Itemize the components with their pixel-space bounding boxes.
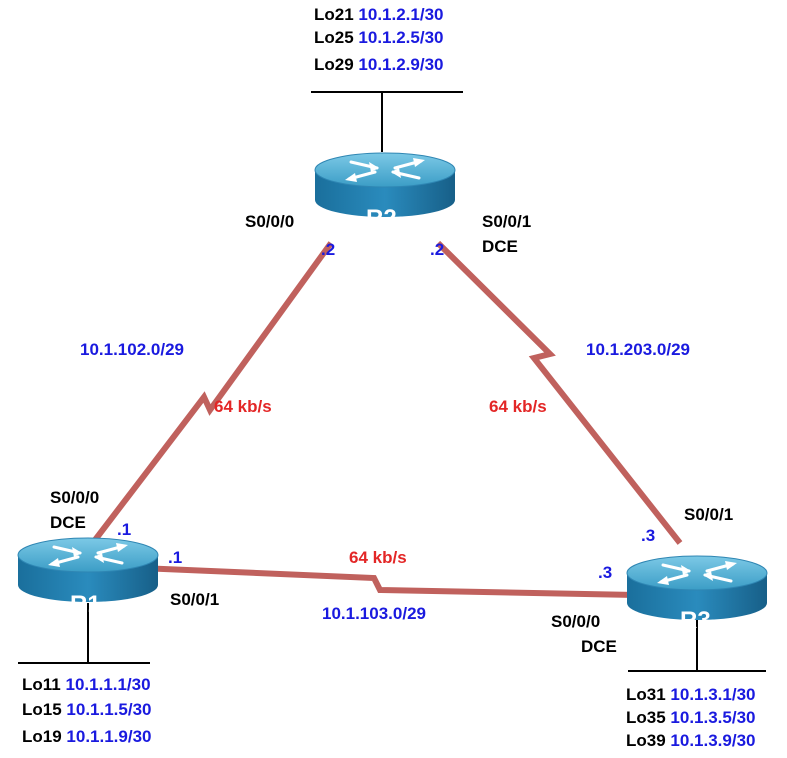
link-r1-r3-speed: 64 kb/s [349, 548, 407, 567]
r2-s001-dce: DCE [482, 237, 518, 256]
loopback-name: Lo35 [626, 708, 666, 727]
r3-s001-label: S0/0/1 [684, 505, 734, 524]
loopback-ip: 10.1.2.5/30 [358, 28, 444, 47]
r3-s000-label: S0/0/0 [551, 612, 601, 631]
router-r3-name: R3 [680, 607, 711, 634]
loopback-entry: Lo31 10.1.3.1/30 [626, 685, 756, 708]
link-r1-r2-network: 10.1.102.0/29 [80, 340, 184, 359]
loopback-ip: 10.1.2.9/30 [358, 55, 444, 74]
loopback-ip: 10.1.3.1/30 [670, 685, 756, 704]
r1-loopback-list: Lo11 10.1.1.1/30 Lo15 10.1.1.5/30 Lo19 1… [22, 675, 152, 747]
r1-s000-host: .1 [117, 520, 132, 539]
loopback-ip: 10.1.3.5/30 [670, 708, 756, 727]
link-r2-r3-speed: 64 kb/s [489, 397, 547, 416]
loopback-entry: Lo39 10.1.3.9/30 [626, 731, 756, 751]
loopback-name: Lo19 [22, 727, 62, 746]
link-r1-r2-speed: 64 kb/s [214, 397, 272, 416]
loopback-entry: Lo11 10.1.1.1/30 [22, 675, 152, 700]
r1-s000-label: S0/0/0 [50, 488, 100, 507]
loopback-name: Lo39 [626, 731, 666, 750]
loopback-name: Lo31 [626, 685, 666, 704]
link-r1-r3-network: 10.1.103.0/29 [322, 604, 426, 623]
router-r2-name: R2 [366, 205, 397, 232]
r3-s000-host: .3 [598, 563, 613, 582]
r2-s000-label: S0/0/0 [245, 212, 295, 231]
link-r2-r3-network: 10.1.203.0/29 [586, 340, 690, 359]
r2-loopback-list: Lo21 10.1.2.1/30 Lo25 10.1.2.5/30 Lo29 1… [314, 5, 444, 75]
loopback-entry: Lo29 10.1.2.9/30 [314, 55, 444, 75]
r2-s001-label: S0/0/1 [482, 212, 532, 231]
loopback-name: Lo11 [22, 675, 61, 694]
link-r2-r3 [435, 240, 683, 545]
link-r1-r3 [139, 565, 639, 598]
loopback-entry: Lo25 10.1.2.5/30 [314, 28, 444, 55]
loopback-name: Lo21 [314, 5, 354, 24]
router-r1-name: R1 [70, 591, 101, 618]
loopback-ip: 10.1.3.9/30 [670, 731, 756, 750]
r1-s000-dce: DCE [50, 513, 86, 532]
r1-s001-label: S0/0/1 [170, 590, 220, 609]
loopback-ip: 10.1.2.1/30 [358, 5, 444, 24]
loopback-ip: 10.1.1.9/30 [66, 727, 152, 746]
loopback-entry: Lo15 10.1.1.5/30 [22, 700, 152, 727]
loopback-entry: Lo35 10.1.3.5/30 [626, 708, 756, 731]
r1-s001-host: .1 [168, 548, 183, 567]
r2-s000-host: .2 [321, 240, 336, 259]
loopback-name: Lo15 [22, 700, 62, 719]
loopback-ip: 10.1.1.1/30 [65, 675, 151, 694]
loopback-entry: Lo21 10.1.2.1/30 [314, 5, 444, 28]
loopback-name: Lo29 [314, 55, 354, 74]
r3-loopback-list: Lo31 10.1.3.1/30 Lo35 10.1.3.5/30 Lo39 1… [626, 685, 756, 751]
loopback-name: Lo25 [314, 28, 354, 47]
loopback-ip: 10.1.1.5/30 [66, 700, 152, 719]
loopback-entry: Lo19 10.1.1.9/30 [22, 727, 152, 747]
r2-s001-host: .2 [430, 240, 445, 259]
link-r1-r2 [92, 241, 334, 542]
r3-s000-dce: DCE [581, 637, 617, 656]
r3-s001-host: .3 [641, 526, 656, 545]
